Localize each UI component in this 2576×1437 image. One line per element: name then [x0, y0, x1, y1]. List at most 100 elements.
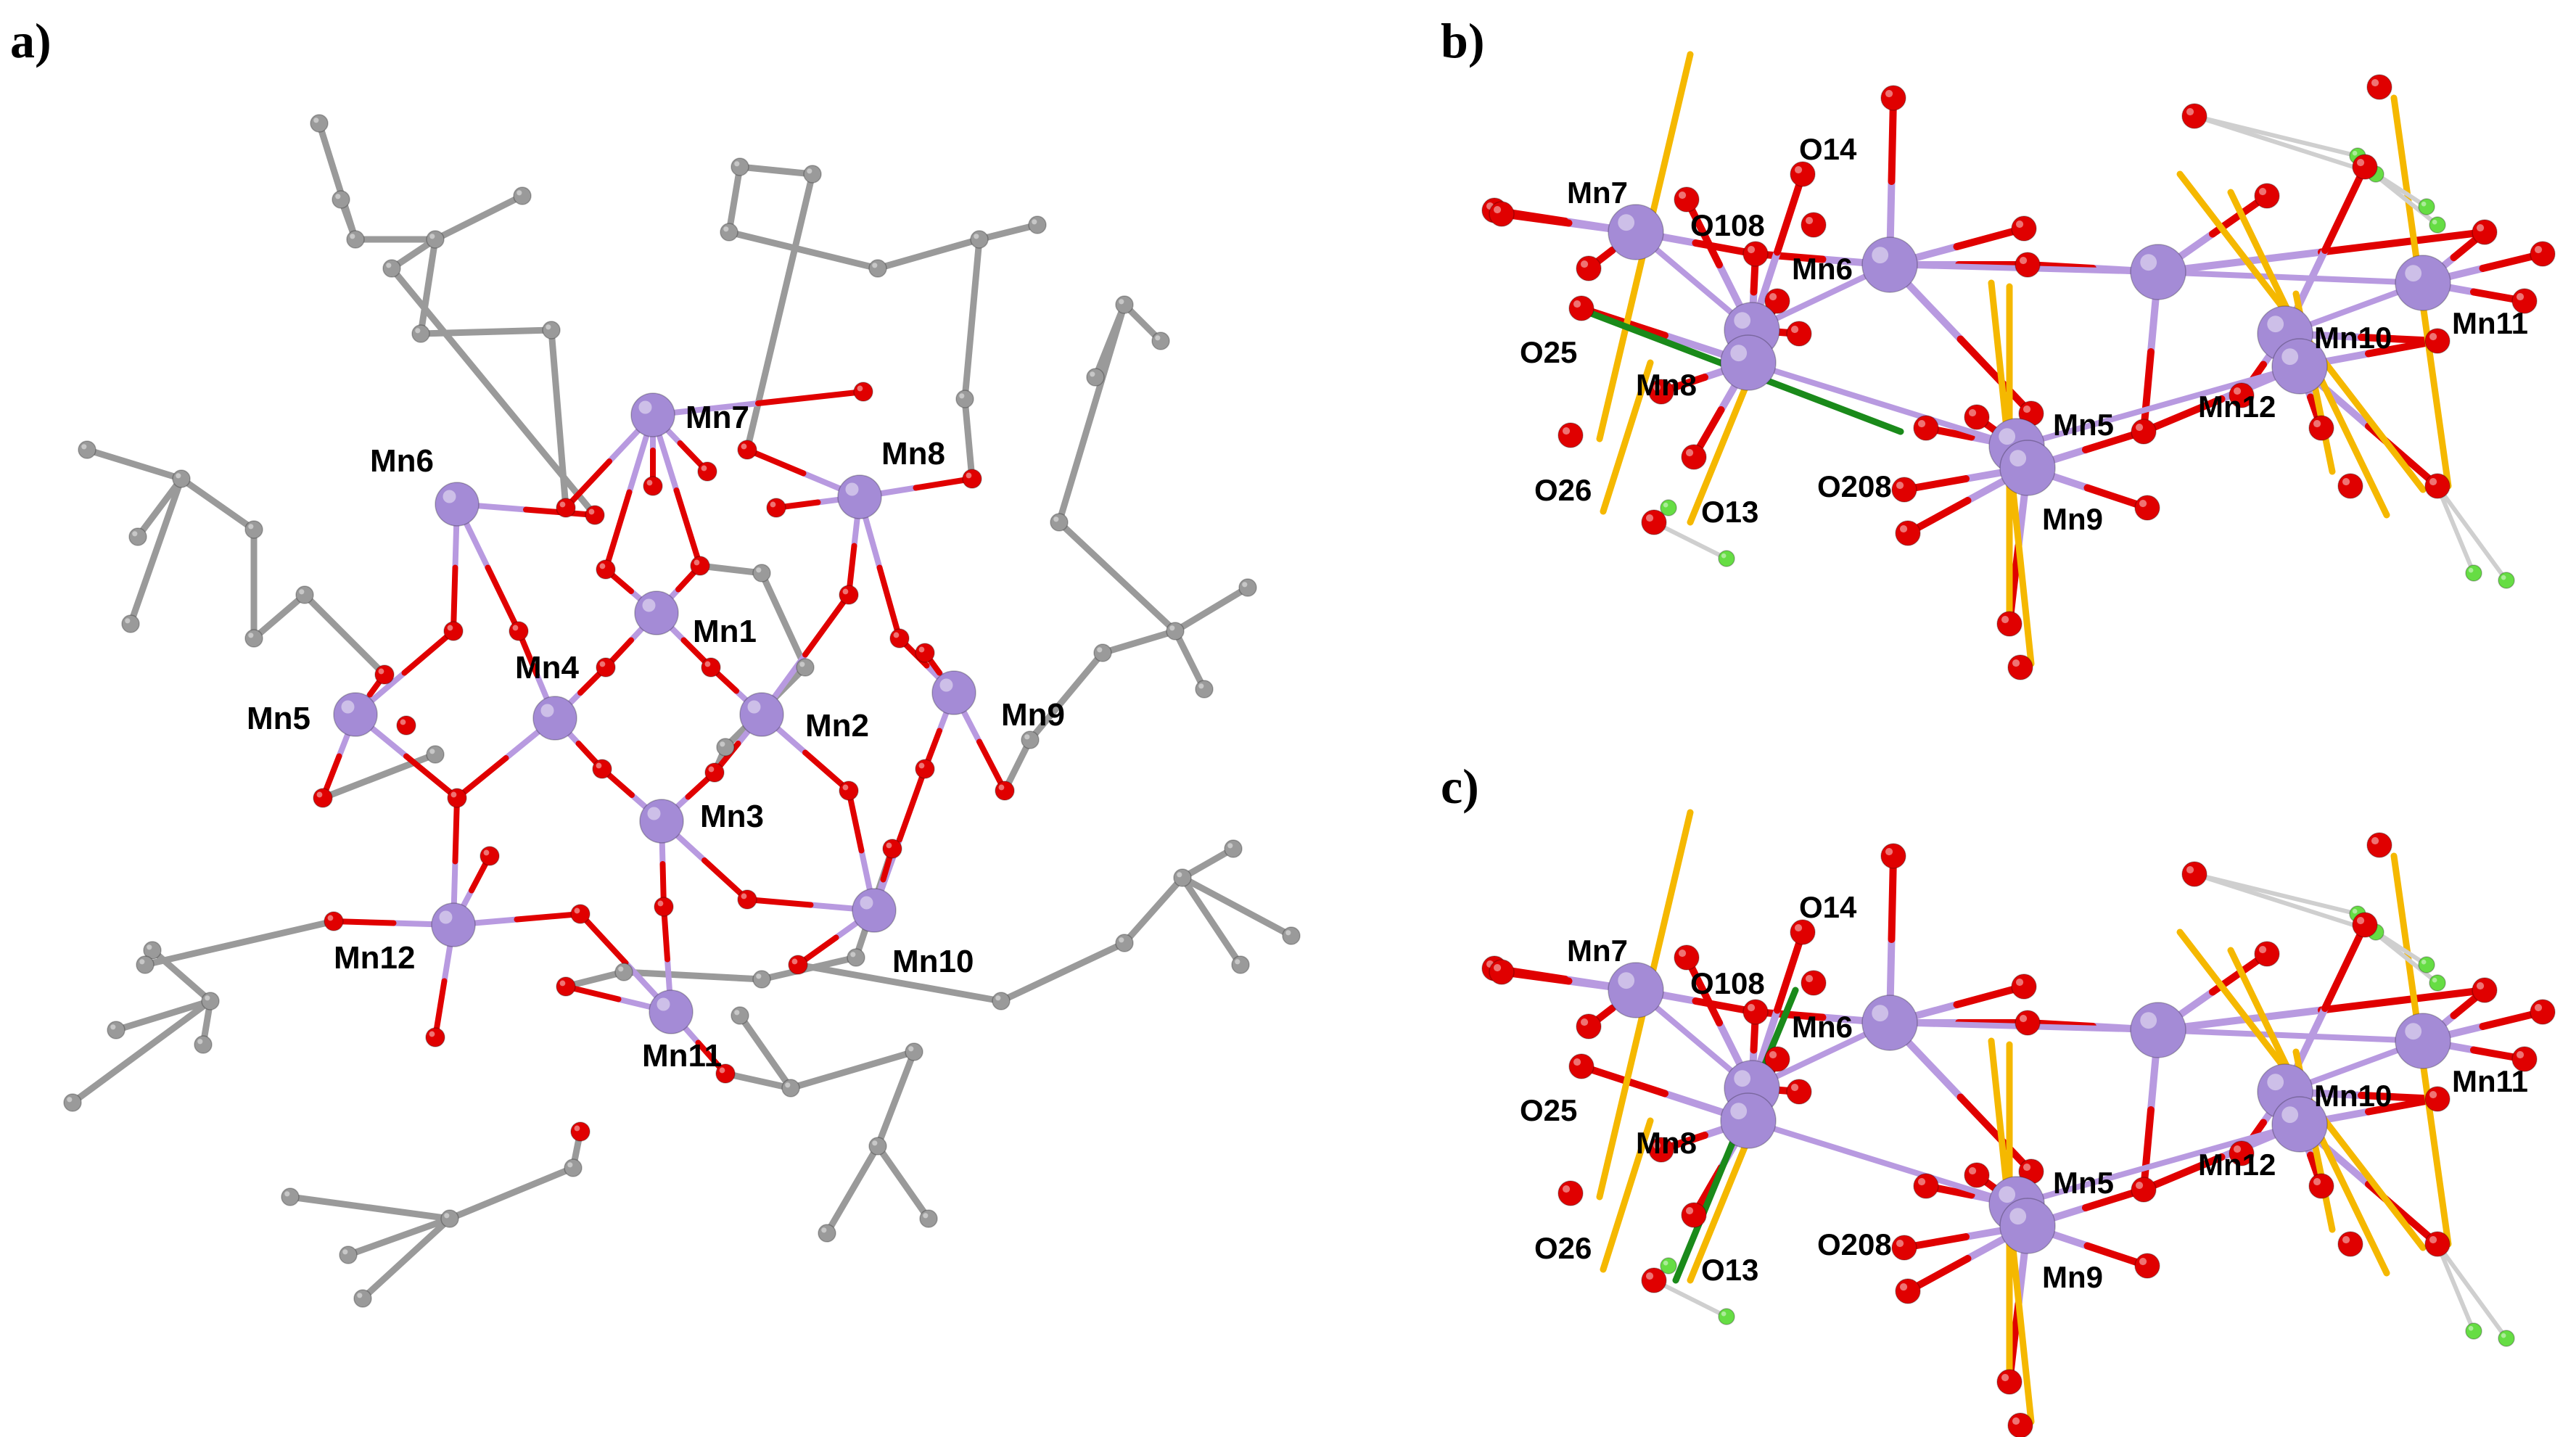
oxygen-atom-highlight: [2022, 1163, 2031, 1172]
carbon-atom-highlight: [248, 633, 254, 638]
atom-label: Mn6: [1792, 1010, 1853, 1044]
atom-label: O26: [1534, 1231, 1592, 1265]
manganese-atom-highlight: [845, 482, 859, 496]
atom-label: Mn9: [2042, 502, 2103, 536]
oxygen-atom-highlight: [998, 784, 1005, 791]
carbon-atom: [513, 186, 532, 205]
carbon-atom: [1115, 934, 1134, 952]
bond: [1956, 335, 2035, 417]
manganese-atom: [739, 692, 784, 737]
oxygen-atom: [2511, 1046, 2538, 1072]
bond: [673, 487, 703, 569]
oxygen-atom: [2337, 1231, 2363, 1257]
oxygen-atom: [2352, 154, 2378, 180]
carbon-atom: [796, 658, 815, 677]
oxygen-atom: [962, 469, 982, 489]
carbon-atom-highlight: [1227, 843, 1233, 849]
oxygen-atom: [1681, 444, 1707, 470]
carbon-atom-highlight: [350, 234, 355, 239]
oxygen-atom-highlight: [2233, 387, 2242, 395]
carbon-atom-highlight: [734, 1010, 740, 1016]
oxygen-atom-highlight: [2015, 978, 2024, 987]
oxygen-atom-highlight: [2019, 256, 2028, 265]
bond: [452, 795, 460, 865]
bond: [701, 857, 750, 902]
oxygen-atom: [766, 498, 786, 518]
manganese-atom-highlight: [642, 598, 656, 612]
oxygen-atom-highlight: [1794, 165, 1803, 174]
manganese-atom-highlight: [2281, 348, 2299, 366]
oxygen-atom-highlight: [2001, 1373, 2009, 1382]
bond: [1888, 852, 1897, 943]
carbon-atom-highlight: [342, 1249, 348, 1255]
atom-label: Mn10: [2314, 321, 2392, 355]
oxygen-atom-highlight: [791, 958, 798, 965]
carbon-atom: [332, 190, 350, 209]
carbon-atom-highlight: [850, 952, 856, 958]
manganese-atom-highlight: [1618, 214, 1635, 231]
bond: [134, 475, 185, 540]
bond: [2318, 987, 2488, 1014]
oxygen-atom: [1648, 1137, 1674, 1163]
carbon-atom-highlight: [1177, 872, 1182, 878]
atom-label: O14: [1799, 132, 1857, 166]
bond: [432, 192, 526, 243]
bond: [961, 236, 983, 403]
oxygen-atom-highlight: [574, 1125, 580, 1132]
bond: [802, 592, 852, 658]
oxygen-atom-highlight: [1747, 245, 1756, 254]
bond: [787, 1048, 918, 1092]
carbon-atom-highlight: [872, 1140, 878, 1146]
carbon-atom: [78, 440, 96, 459]
oxygen-atom-highlight: [2476, 223, 2485, 232]
bond: [758, 569, 809, 671]
oxygen-atom-highlight: [400, 719, 406, 725]
oxygen-atom-highlight: [1562, 1185, 1571, 1193]
carbon-atom: [172, 469, 191, 488]
carbon-atom: [426, 230, 445, 249]
oxygen-atom-highlight: [1899, 524, 1908, 533]
bond: [874, 236, 983, 272]
bond: [178, 475, 258, 533]
carbon-atom-highlight: [959, 393, 965, 399]
oxygen-atom: [1913, 1173, 1939, 1199]
hydrogen-atom: [1718, 1308, 1735, 1325]
bond: [1172, 584, 1251, 635]
oxygen-atom: [853, 382, 873, 402]
panel-b-letter: b): [1441, 13, 1485, 68]
bond: [722, 1070, 794, 1092]
bond: [2140, 1106, 2155, 1193]
oxygen-atom: [1557, 422, 1584, 448]
oxygen-atom: [2424, 328, 2451, 354]
atom-label: Mn12: [334, 940, 415, 976]
oxygen-atom-highlight: [719, 1067, 725, 1074]
manganese-atom: [2130, 244, 2186, 300]
oxygen-atom-highlight: [378, 668, 384, 675]
carbon-atom-highlight: [1285, 930, 1291, 936]
oxygen-atom-highlight: [2516, 1050, 2524, 1059]
hydrogen-atom-highlight: [2468, 1325, 2474, 1331]
oxygen-atom-highlight: [708, 766, 715, 773]
oxygen-atom: [1996, 611, 2022, 637]
manganese-atom: [431, 902, 476, 947]
carbon-atom-highlight: [567, 1162, 573, 1168]
bond: [2140, 348, 2155, 435]
carbon-atom-highlight: [1235, 959, 1240, 965]
oxygen-atom: [1764, 1046, 1790, 1072]
manganese-atom-highlight: [2009, 1208, 2027, 1225]
oxygen-atom-highlight: [574, 907, 580, 914]
oxygen-atom-highlight: [701, 465, 707, 472]
carbon-atom-highlight: [1032, 219, 1037, 225]
atom-label: Mn11: [2452, 306, 2528, 340]
carbon-atom: [440, 1209, 459, 1228]
oxygen-atom-highlight: [886, 842, 892, 849]
carbon-atom-highlight: [176, 473, 181, 479]
oxygen-atom-highlight: [559, 501, 566, 508]
carbon-atom: [716, 738, 735, 757]
oxygen-atom: [1674, 186, 1700, 213]
carbon-atom-highlight: [386, 263, 392, 268]
carbon-atom: [847, 948, 865, 967]
oxygen-atom: [1681, 1202, 1707, 1228]
carbon-atom-highlight: [147, 944, 152, 950]
atom-label: Mn1: [693, 614, 757, 649]
